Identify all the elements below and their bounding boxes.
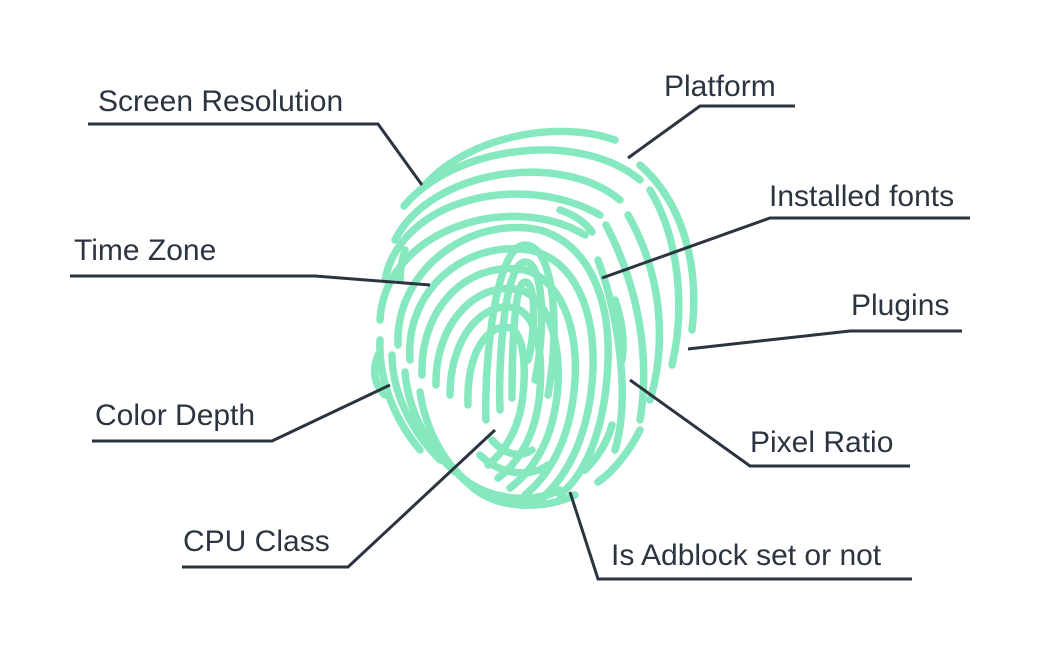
leader-cpu-class (182, 428, 497, 569)
label-platform: Platform (664, 70, 776, 103)
leader-lines (70, 104, 970, 581)
leader-installed-fonts (601, 216, 970, 280)
leader-color-depth (92, 383, 391, 443)
label-color-depth: Color Depth (95, 399, 256, 432)
label-adblock: Is Adblock set or not (611, 539, 882, 572)
label-time-zone: Time Zone (74, 234, 217, 267)
label-pixel-ratio: Pixel Ratio (750, 426, 894, 459)
label-installed-fonts: Installed fonts (769, 180, 955, 213)
leader-time-zone (70, 274, 431, 287)
leader-plugins (687, 329, 962, 351)
leader-screen-resolution (88, 122, 424, 186)
fingerprint-icon (370, 127, 698, 509)
leader-pixel-ratio (629, 378, 910, 468)
label-plugins: Plugins (851, 289, 950, 322)
leader-adblock (568, 491, 912, 581)
label-screen-resolution: Screen Resolution (98, 85, 344, 118)
label-cpu-class: CPU Class (183, 525, 330, 558)
leader-platform (627, 104, 795, 160)
